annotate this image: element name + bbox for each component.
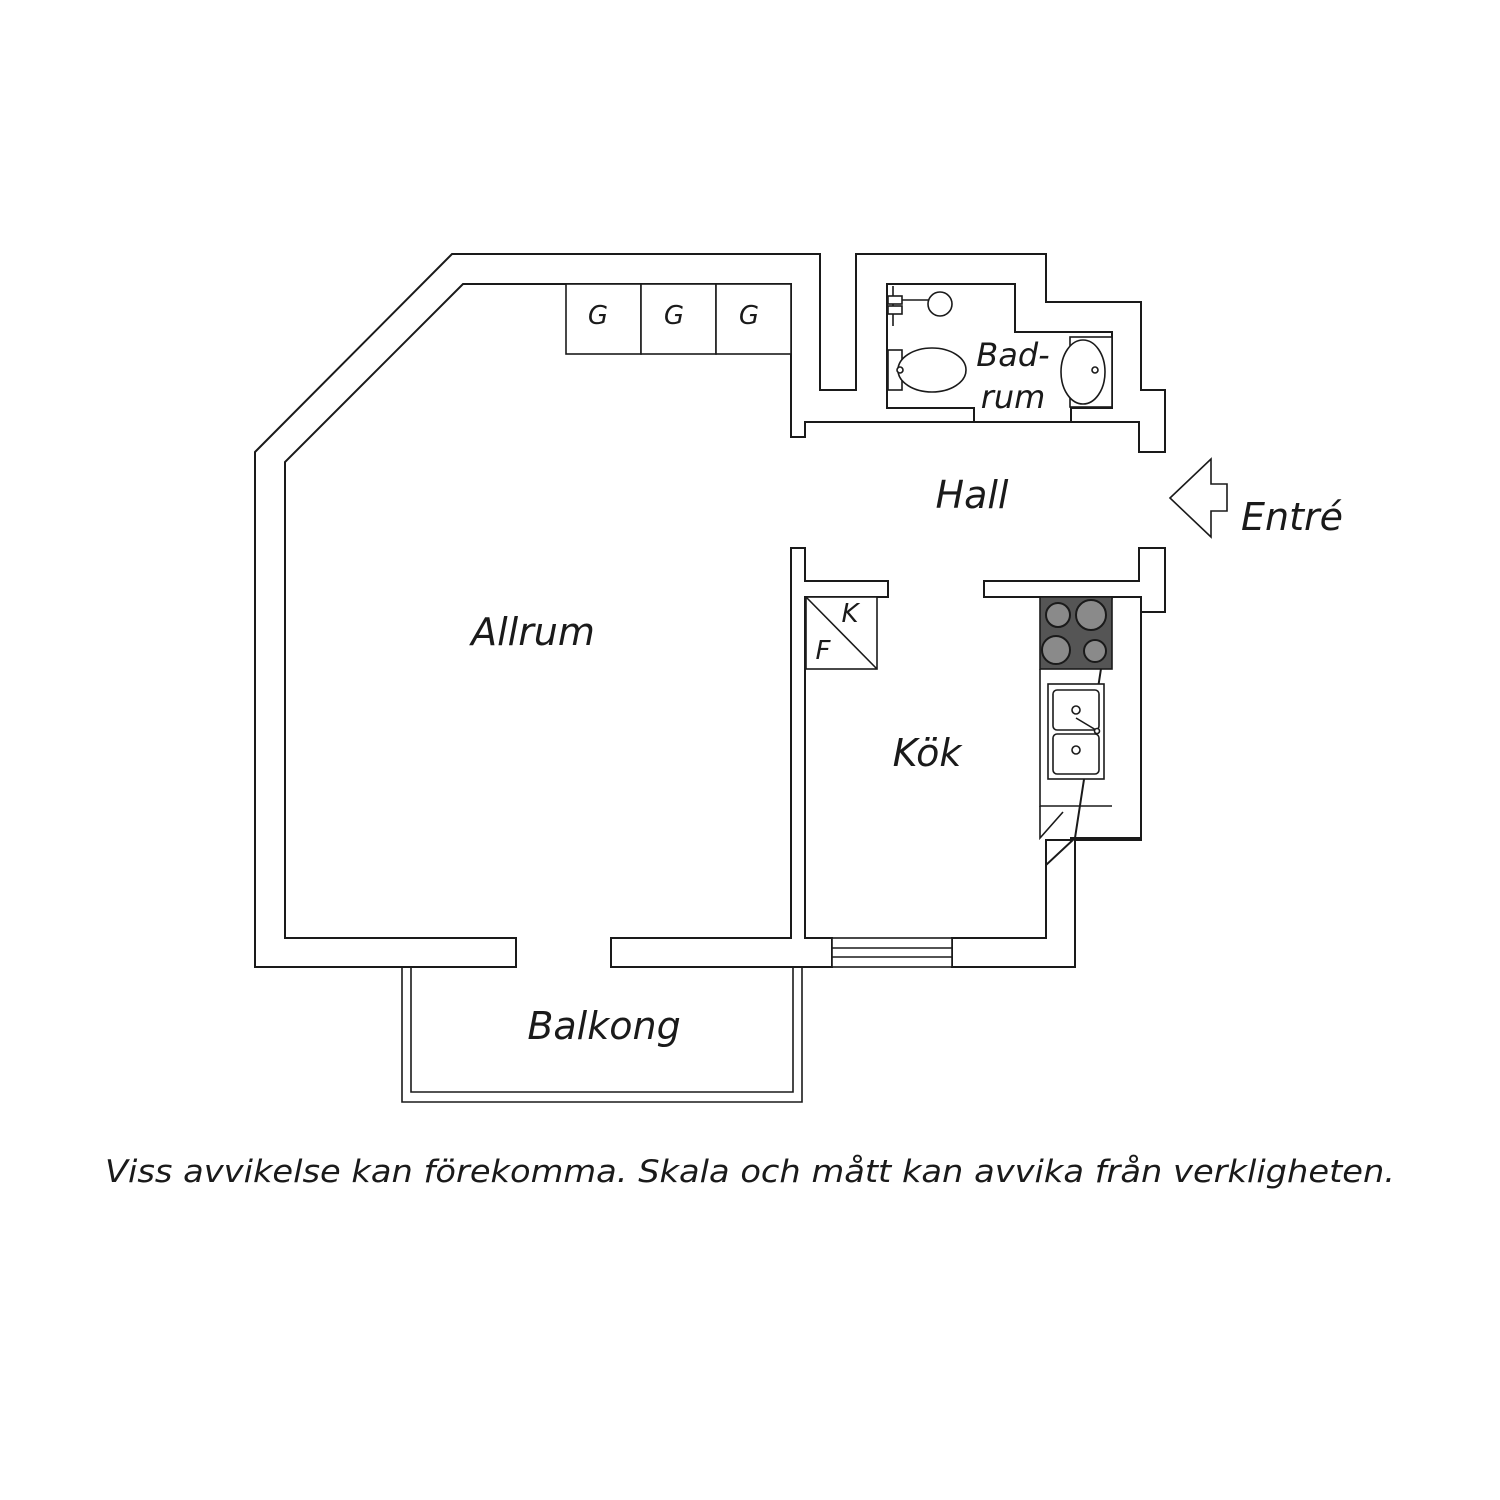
sink-icon — [1060, 336, 1113, 408]
wardrobe-2 — [640, 283, 717, 355]
disclaimer-text: Viss avvikelse kan förekomma. Skala och … — [105, 1154, 1395, 1190]
toilet-icon — [887, 347, 967, 393]
wall-kitchen-east — [951, 596, 1142, 968]
room-label-badrum-1: Bad- — [976, 336, 1049, 374]
stove-icon — [1039, 596, 1113, 670]
entrance-label: Entré — [1241, 495, 1343, 539]
fridge-freezer: K F — [805, 596, 878, 670]
entrance-arrow-icon — [1168, 457, 1228, 539]
room-label-kok: Kök — [893, 731, 964, 775]
room-label-balkong: Balkong — [527, 1004, 680, 1048]
wardrobe-1 — [565, 283, 642, 355]
kitchen-sink-icon — [1047, 683, 1105, 780]
wardrobe-row: G G G — [565, 283, 792, 355]
room-label-badrum-2: rum — [981, 378, 1046, 416]
freezer-label: F — [816, 636, 832, 666]
wardrobe-label-1: G — [588, 301, 608, 331]
wardrobe-label-3: G — [739, 301, 759, 331]
window-kitchen — [831, 937, 953, 968]
balcony-railing — [401, 967, 803, 1103]
shower-icon — [887, 286, 953, 326]
room-label-allrum: Allrum — [468, 610, 595, 654]
fridge-label: K — [841, 599, 860, 629]
wardrobe-3 — [715, 283, 792, 355]
wardrobe-label-2: G — [664, 301, 684, 331]
room-label-hall: Hall — [936, 473, 1009, 517]
